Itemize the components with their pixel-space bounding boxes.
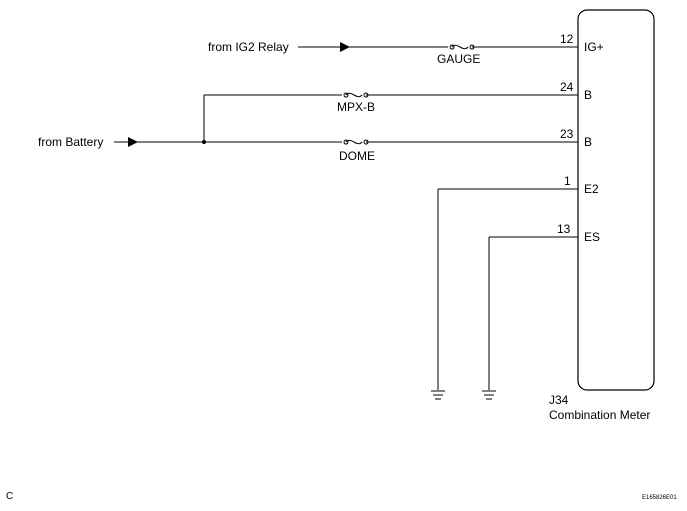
pin-12-number: 12 <box>560 32 574 46</box>
gauge-fuse-label: GAUGE <box>437 52 480 66</box>
component-code: J34 <box>549 393 569 407</box>
battery-label: from Battery <box>38 135 103 149</box>
pin-13-number: 13 <box>557 222 571 236</box>
pin-12-name: IG+ <box>584 40 604 54</box>
junction-dot <box>202 140 206 144</box>
battery-arrow-icon <box>128 137 138 147</box>
pin-13-name: ES <box>584 230 600 244</box>
pin-23-number: 23 <box>560 127 574 141</box>
component-name: Combination Meter <box>549 408 650 422</box>
pin-1-name: E2 <box>584 182 599 196</box>
pin-24-name: B <box>584 88 592 102</box>
dome-fuse-icon <box>343 139 369 145</box>
combination-meter-box <box>577 9 655 391</box>
gauge-fuse-icon <box>449 44 475 50</box>
es-ground-icon <box>482 390 496 400</box>
pin-23-name: B <box>584 135 592 149</box>
mpxb-fuse-label: MPX-B <box>337 100 375 114</box>
ig2-arrow-icon <box>340 42 350 52</box>
e2-ground-icon <box>431 390 445 400</box>
dome-fuse-label: DOME <box>339 149 375 163</box>
pin-24-number: 24 <box>560 80 574 94</box>
ig2-relay-label: from IG2 Relay <box>208 40 289 54</box>
mpxb-fuse-icon <box>343 92 369 98</box>
corner-letter: C <box>6 491 13 502</box>
figure-id: E165826E01 <box>642 495 677 501</box>
pin-1-number: 1 <box>564 174 571 188</box>
